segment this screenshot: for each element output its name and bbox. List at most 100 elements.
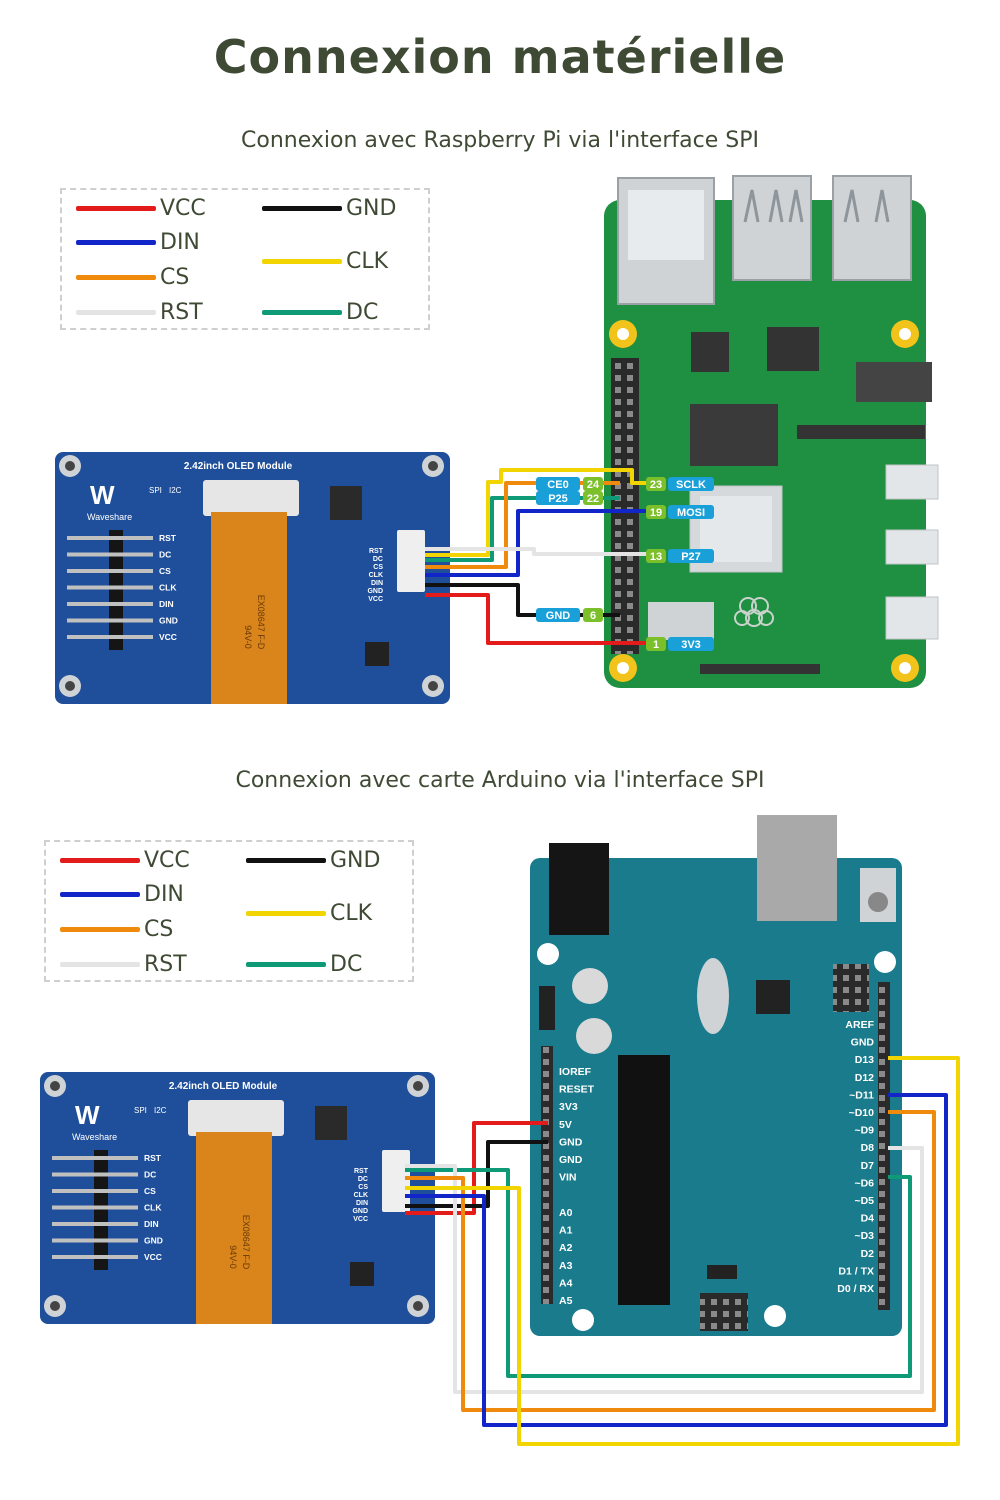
arduino-wires: [405, 1056, 960, 1446]
header-label: ~D3: [854, 1230, 874, 1242]
legend-line-dc: [262, 309, 342, 315]
pin-label-dc: DC: [144, 1170, 156, 1180]
legend-line-gnd: [262, 205, 342, 211]
p13-label: 13: [650, 551, 662, 563]
mount-hole: [44, 1075, 66, 1097]
p25-tag: [536, 491, 580, 505]
pin-label-cs: CS: [144, 1186, 156, 1196]
connector-label-clk: CLK: [354, 1192, 368, 1199]
pin-label-rst: RST: [144, 1153, 162, 1163]
mount-hole: [422, 675, 444, 697]
pin-rst: [67, 536, 153, 540]
header-label: A3: [559, 1260, 573, 1272]
connector-label-gnd: GND: [352, 1208, 368, 1215]
header-label: D8: [861, 1142, 875, 1154]
flex-code: 94V-0: [228, 1245, 238, 1269]
mount-hole: [407, 1295, 429, 1317]
legend-item-gnd: GND: [262, 194, 396, 222]
pin-header: [94, 1150, 108, 1270]
p6-label: 6: [590, 610, 596, 622]
p19-tag: [646, 505, 666, 519]
i2c-label: I2C: [169, 486, 182, 495]
mount-hole-center: [428, 461, 438, 471]
header-label: D1 / TX: [838, 1265, 874, 1277]
pin-clk: [67, 585, 153, 590]
header-label: GND: [851, 1037, 875, 1049]
header-label: D13: [855, 1054, 874, 1066]
gnd-tag: [536, 608, 580, 622]
arduino-board: [530, 815, 902, 1336]
p22-tag: [583, 491, 603, 505]
header-label: ~D10: [849, 1107, 875, 1119]
header-label: A4: [559, 1277, 573, 1289]
component: [350, 1262, 374, 1286]
legend-item-rst: RST: [76, 298, 203, 326]
header-label: GND: [559, 1136, 583, 1148]
pin-din: [52, 1222, 138, 1226]
pin-dc: [67, 552, 153, 557]
legend-line-gnd: [246, 857, 326, 863]
connector-label-din: DIN: [356, 1200, 368, 1207]
header-label: 5V: [559, 1119, 572, 1131]
legend-label: CLK: [330, 900, 373, 926]
legend-line-vcc: [60, 857, 140, 863]
flex-cable: [211, 512, 287, 704]
legend-label: DIN: [144, 881, 184, 907]
legend-label: RST: [160, 299, 203, 325]
pin-cs: [52, 1189, 138, 1193]
pin-label-din: DIN: [144, 1219, 159, 1229]
p23-label: 23: [650, 479, 662, 491]
arduino-digital-header-labels: AREFGNDD13D12~D11~D10~D9D8D7~D6~D5D4~D3D…: [837, 1019, 874, 1295]
legend-item-rst: RST: [60, 950, 187, 978]
pin-clk: [52, 1205, 138, 1210]
header-label: D7: [861, 1160, 875, 1172]
ce0-tag: [536, 477, 580, 491]
component: [365, 642, 389, 666]
rpi-section-subtitle: Connexion avec Raspberry Pi via l'interf…: [241, 128, 759, 153]
pin-label-clk: CLK: [159, 583, 177, 593]
header-label: GND: [559, 1154, 583, 1166]
v33-label: 3V3: [681, 639, 701, 651]
v33-tag: [668, 637, 714, 651]
header-label: VIN: [559, 1172, 577, 1184]
oled-pcb: [40, 1072, 435, 1324]
pin-cs: [67, 569, 153, 573]
mount-hole: [59, 675, 81, 697]
legend-line-din: [60, 891, 140, 897]
fpc-connector: [188, 1100, 284, 1136]
legend-item-din: DIN: [60, 880, 184, 908]
header-label: A2: [559, 1242, 573, 1254]
connector-label-rst: RST: [369, 548, 384, 555]
p13-tag: [646, 549, 666, 563]
header-label: D2: [861, 1248, 875, 1260]
header-label: ~D9: [854, 1125, 874, 1137]
p1-label: 1: [653, 639, 659, 651]
legend-label: DC: [346, 299, 379, 325]
sclk-label: SCLK: [676, 479, 706, 491]
connector-label-din: DIN: [371, 580, 383, 587]
mount-hole: [422, 455, 444, 477]
i2c-label: I2C: [154, 1106, 167, 1115]
connector-label-vcc: VCC: [368, 596, 383, 603]
legend-label: VCC: [144, 847, 190, 873]
ic-chip: [330, 486, 362, 520]
oled-pcb: [55, 452, 450, 704]
connector-label-gnd: GND: [367, 588, 383, 595]
pin-label-din: DIN: [159, 599, 174, 609]
header-label: ~D6: [854, 1177, 874, 1189]
header-label: ~D5: [854, 1195, 874, 1207]
pin-vcc: [52, 1255, 138, 1259]
header-label: IOREF: [559, 1066, 592, 1078]
pin-header: [109, 530, 123, 650]
legend-item-din: DIN: [76, 228, 200, 256]
spi-label: SPI: [134, 1106, 147, 1115]
connector-label-cs: CS: [373, 564, 383, 571]
p19-label: 19: [650, 507, 662, 519]
mount-hole-center: [50, 1301, 60, 1311]
p6-tag: [583, 608, 603, 622]
legend-label: RST: [144, 951, 187, 977]
legend-line-din: [76, 239, 156, 245]
header-label: AREF: [845, 1019, 874, 1031]
